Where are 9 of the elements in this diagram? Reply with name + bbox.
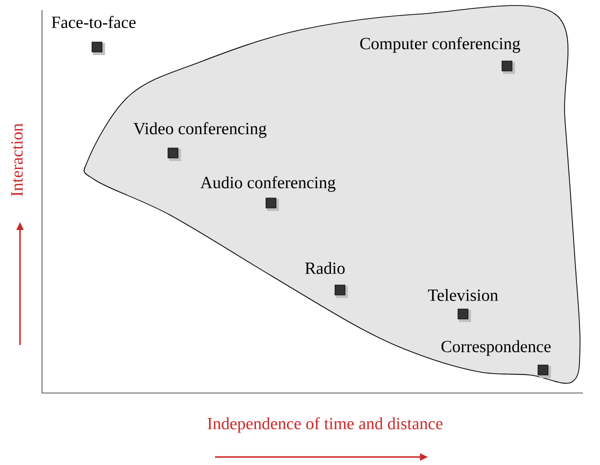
point-label: Audio conferencing [200, 176, 336, 192]
point-label: Radio [305, 262, 345, 274]
point-label: Television [428, 289, 498, 301]
point-label: Video conferencing [133, 122, 266, 138]
point-label: Computer conferencing [360, 37, 520, 53]
point-label: Correspondence [441, 340, 551, 356]
point-label: Face-to-face [52, 16, 136, 28]
axis-label: Independence of time and distance [208, 417, 442, 433]
axis-label: Interaction [11, 123, 23, 196]
